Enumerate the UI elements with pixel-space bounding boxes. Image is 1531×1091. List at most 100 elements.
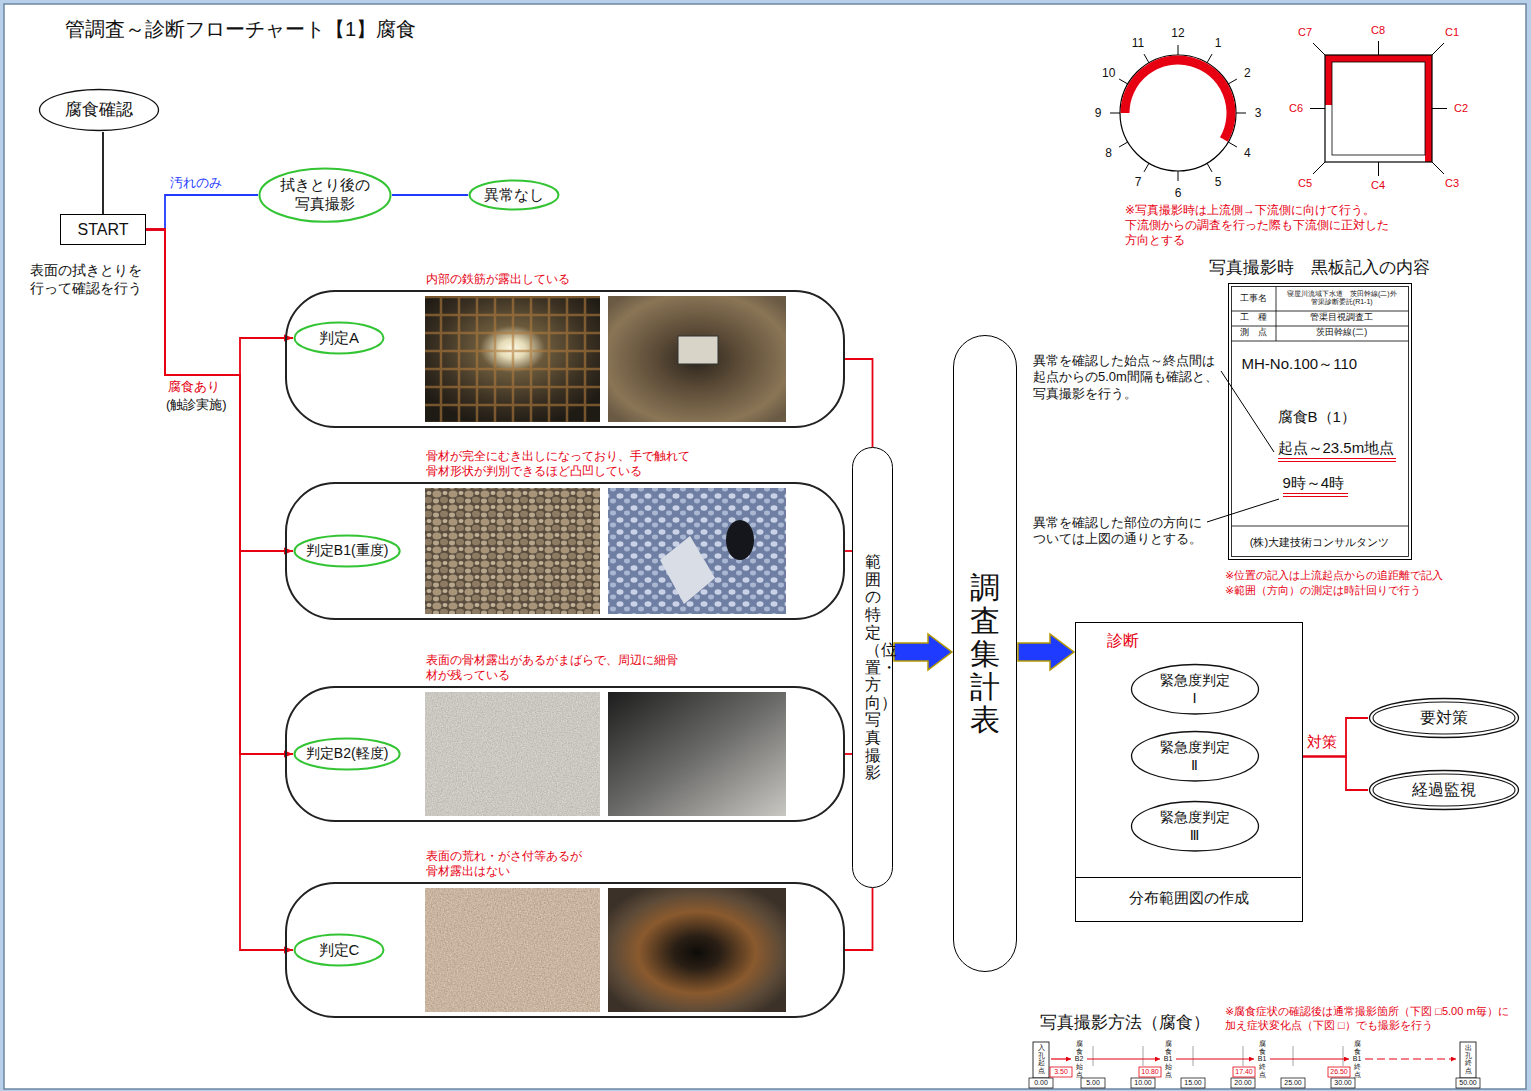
node-text: 緊急度判定 Ⅲ	[1160, 809, 1230, 844]
edge-label-slot: 汚れのみ	[170, 175, 222, 191]
side-label: C1	[1445, 26, 1459, 40]
blackboard-lines	[1283, 496, 1348, 497]
blackboard-lines	[1278, 461, 1396, 462]
urgency-ellipse: 緊急度判定 Ⅱ	[1130, 730, 1260, 783]
connector	[1303, 718, 1368, 757]
board-text-slot: 管渠目視調査工	[1310, 312, 1373, 323]
leader-line	[1207, 371, 1279, 522]
side-label: C2	[1454, 102, 1468, 116]
distance-slot: 0.00	[1034, 1079, 1048, 1088]
board-text: 9時～4時	[1283, 474, 1345, 493]
board-text: 起点～23.5m地点	[1278, 439, 1395, 458]
photo	[425, 488, 600, 614]
board-text-slot: 工 種	[1240, 312, 1267, 323]
node-text: 経過監視	[1412, 780, 1476, 800]
section-heading: 写真撮影方法（腐食）	[1040, 1012, 1210, 1033]
clock-number-slot: 3	[1255, 106, 1262, 121]
panel-heading: 表面の骨材露出があるがまばらで、周辺に細骨 材が残っている	[426, 653, 678, 683]
strip-marker-slot: 腐食B1終点	[1257, 1040, 1266, 1078]
strip-end-slot: 入孔起点	[1038, 1044, 1045, 1075]
section-diagram	[1325, 55, 1332, 105]
ellipse-outline	[1368, 697, 1520, 739]
distance: 5.00	[1086, 1079, 1100, 1088]
urgency-ellipse: 緊急度判定 Ⅲ	[1130, 800, 1260, 853]
connector	[146, 230, 293, 376]
section-diagram	[1432, 108, 1447, 109]
photo-position-strip	[1281, 1078, 1305, 1088]
board-text-slot: 茨田幹線(二)	[1316, 327, 1367, 338]
clock-diagram	[1178, 45, 1179, 55]
side-label: C4	[1371, 179, 1385, 193]
clock-number-slot: 5	[1215, 175, 1222, 190]
distance-slot: 50.00	[1459, 1079, 1477, 1088]
diagnosis-box: 診断緊急度判定 Ⅰ緊急度判定 Ⅱ緊急度判定 Ⅲ分布範囲図の作成	[1075, 622, 1303, 922]
distance-slot: 30.00	[1334, 1079, 1352, 1088]
panel-heading-slot: 骨材が完全にむき出しになっており、手で触れて 骨材形状が判別できるほど凸凹してい…	[426, 449, 690, 479]
clock-diagram	[1178, 171, 1179, 181]
blackboard-lines	[1232, 287, 1409, 557]
section-diagram	[1310, 41, 1447, 176]
judgement-panel: 内部の鉄筋が露出している判定A	[285, 290, 845, 428]
ellipse-outline	[1131, 802, 1258, 852]
node-text: 異常なし	[484, 186, 544, 205]
clock-number-slot: 12	[1171, 26, 1184, 41]
clock-diagram	[1144, 163, 1149, 172]
board-text-slot: 寝屋川流域下水道 茨田幹線(二)外 管渠診断委託(R1-1)	[1287, 290, 1397, 308]
leader-line	[1221, 371, 1274, 452]
connector	[146, 195, 258, 230]
clock-number-slot: 8	[1105, 146, 1112, 161]
section-diagram	[1432, 43, 1444, 55]
strip-marker-slot: 腐食B1終点	[1352, 1040, 1361, 1078]
ellipse-outline	[1370, 771, 1519, 810]
strip-end: 出孔終点	[1465, 1044, 1472, 1075]
side-label: C8	[1371, 24, 1385, 38]
blackboard-lines	[1232, 311, 1409, 312]
board-text-slot: (株)大建技術コンサルタンツ	[1250, 536, 1389, 550]
photo-position-strip	[1293, 1046, 1294, 1066]
photo-position-strip	[1051, 1058, 1071, 1059]
ellipse-outline	[1131, 732, 1258, 782]
photo	[608, 888, 786, 1012]
distance: 30.00	[1334, 1079, 1352, 1088]
clock-number: 4	[1244, 146, 1251, 161]
photo-position-strip	[1081, 1078, 1105, 1088]
connector	[1303, 757, 1368, 791]
ellipse-outline	[295, 935, 384, 966]
clock-number-slot: 7	[1135, 175, 1142, 190]
annotation-slot: 異常を確認した部位の方向に ついては上図の通りとする。	[1033, 515, 1202, 548]
strip-marker: 腐食B1終点	[1257, 1040, 1266, 1078]
ellipse-outline	[470, 181, 559, 210]
section-diagram	[1313, 162, 1325, 174]
ellipse-outline	[1370, 699, 1519, 738]
distance: 26.50	[1330, 1068, 1348, 1077]
clock-number: 12	[1171, 26, 1184, 41]
photo-position-strip	[1029, 1042, 1480, 1088]
clock-number: 7	[1135, 175, 1142, 190]
board-text: 測 点	[1240, 327, 1267, 338]
photo-position-strip	[1087, 1058, 1160, 1059]
ellipse-outline	[38, 88, 160, 132]
photo-position-strip	[1343, 1046, 1344, 1066]
clock-number: 9	[1095, 106, 1102, 121]
ellipse-outline	[258, 167, 392, 223]
blackboard-lines	[1232, 526, 1409, 527]
board-text-slot: 起点～23.5m地点	[1278, 439, 1395, 458]
edge-label-slot: 腐食あり	[168, 379, 220, 395]
blackboard-lines	[1232, 326, 1409, 327]
blackboard-lines	[1283, 493, 1348, 494]
strip-marker: 腐食B1始点	[1163, 1040, 1172, 1078]
side-label: C6	[1289, 102, 1303, 116]
photo-position-strip	[1176, 1058, 1254, 1059]
clock-number-slot: 6	[1175, 186, 1182, 201]
clock-diagram	[1207, 54, 1212, 63]
section-diagram	[1310, 41, 1447, 176]
distance-slot: 10.00	[1134, 1079, 1152, 1088]
ellipse-outline	[293, 534, 401, 568]
node-text: 拭きとり後の 写真撮影	[280, 176, 370, 214]
ellipse-outline	[1373, 774, 1515, 806]
ellipse-outline	[40, 90, 159, 131]
photo	[726, 520, 754, 560]
clock-number: 8	[1105, 146, 1112, 161]
